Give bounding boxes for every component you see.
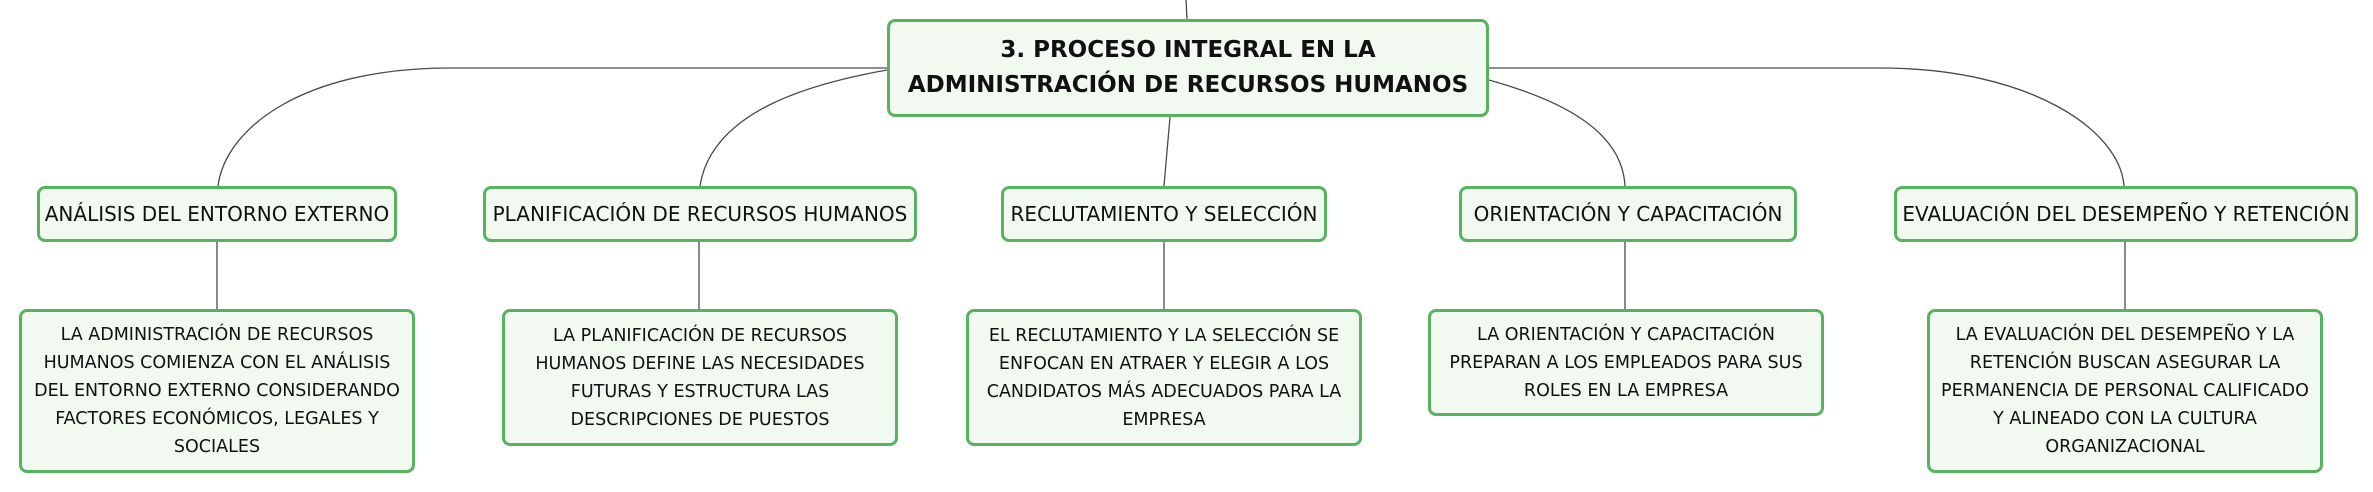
- branch-evaluacion[interactable]: EVALUACIÓN DEL DESEMPEÑO Y RETENCIÓN: [1894, 186, 2358, 242]
- connector-root-branch-4: [1488, 79, 1626, 187]
- leaf-reclutamiento[interactable]: EL RECLUTAMIENTO Y LA SELECCIÓN SE ENFOC…: [966, 309, 1362, 446]
- branch-orientacion[interactable]: ORIENTACIÓN Y CAPACITACIÓN: [1459, 186, 1797, 242]
- connector-root-branch-2: [699, 69, 888, 187]
- branch-analisis-entorno[interactable]: ANÁLISIS DEL ENTORNO EXTERNO: [37, 186, 397, 242]
- leaf-description: LA EVALUACIÓN DEL DESEMPEÑO Y LA RETENCI…: [1941, 325, 2309, 457]
- root-topic-title: 3. PROCESO INTEGRAL EN LA ADMINISTRACIÓN…: [907, 37, 1469, 98]
- leaf-evaluacion[interactable]: LA EVALUACIÓN DEL DESEMPEÑO Y LA RETENCI…: [1927, 309, 2323, 473]
- leaf-orientacion[interactable]: LA ORIENTACIÓN Y CAPACITACIÓN PREPARAN A…: [1428, 309, 1824, 416]
- leaf-analisis-entorno[interactable]: LA ADMINISTRACIÓN DE RECURSOS HUMANOS CO…: [19, 309, 415, 473]
- branch-title: RECLUTAMIENTO Y SELECCIÓN: [1010, 202, 1318, 226]
- branch-reclutamiento[interactable]: RECLUTAMIENTO Y SELECCIÓN: [1001, 186, 1327, 242]
- leaf-description: LA ORIENTACIÓN Y CAPACITACIÓN PREPARAN A…: [1449, 324, 1803, 401]
- connector-root-branch-1: [217, 67, 887, 187]
- leaf-description: LA PLANIFICACIÓN DE RECURSOS HUMANOS DEF…: [535, 325, 865, 430]
- branch-title: EVALUACIÓN DEL DESEMPEÑO Y RETENCIÓN: [1902, 202, 2350, 226]
- leaf-description: LA ADMINISTRACIÓN DE RECURSOS HUMANOS CO…: [34, 325, 400, 457]
- leaf-description: EL RECLUTAMIENTO Y LA SELECCIÓN SE ENFOC…: [986, 325, 1342, 430]
- root-topic[interactable]: 3. PROCESO INTEGRAL EN LA ADMINISTRACIÓN…: [887, 19, 1489, 117]
- connector-root-branch-5: [1489, 67, 2125, 187]
- branch-title: PLANIFICACIÓN DE RECURSOS HUMANOS: [492, 202, 908, 226]
- connector-root-parent: [1185, 0, 1188, 20]
- connector-root-branch-3: [1163, 116, 1171, 187]
- branch-title: ORIENTACIÓN Y CAPACITACIÓN: [1473, 202, 1783, 226]
- branch-title: ANÁLISIS DEL ENTORNO EXTERNO: [44, 202, 390, 226]
- leaf-planificacion[interactable]: LA PLANIFICACIÓN DE RECURSOS HUMANOS DEF…: [502, 309, 898, 446]
- branch-planificacion[interactable]: PLANIFICACIÓN DE RECURSOS HUMANOS: [483, 186, 917, 242]
